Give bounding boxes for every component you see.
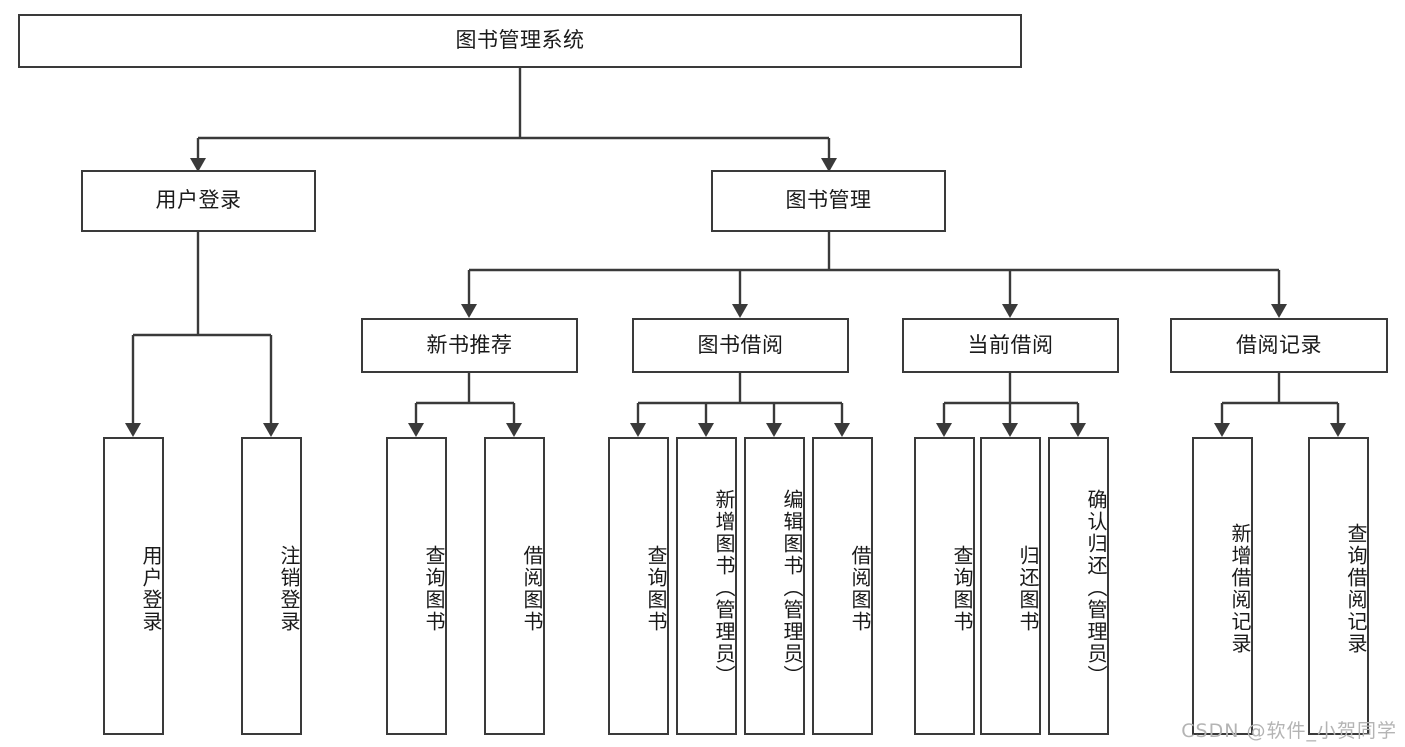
node-label: 借阅记录 <box>1236 332 1322 357</box>
arrowhead-cb-leaf-3 <box>1070 423 1086 437</box>
node-book-borrow[interactable]: 图书借阅 <box>632 318 849 373</box>
node-leaf-query-book-borrow[interactable]: 查询图书 <box>608 437 669 735</box>
node-current-borrow[interactable]: 当前借阅 <box>902 318 1119 373</box>
node-label: 确认归还（管理员） <box>1084 488 1108 687</box>
node-root-book-management-system[interactable]: 图书管理系统 <box>18 14 1022 68</box>
node-leaf-add-borrow-record[interactable]: 新增借阅记录 <box>1192 437 1253 735</box>
node-leaf-query-borrow-record[interactable]: 查询借阅记录 <box>1308 437 1369 735</box>
arrowhead-current-borrow <box>1002 304 1018 318</box>
node-label: 查询图书 <box>422 545 446 633</box>
arrowhead-bb-leaf-2 <box>698 423 714 437</box>
arrowhead-bb-leaf-3 <box>766 423 782 437</box>
node-label: 用户登录 <box>155 188 242 213</box>
node-label: 用户登录 <box>139 545 163 633</box>
node-label: 查询图书 <box>950 545 974 633</box>
node-label: 图书借阅 <box>697 332 784 357</box>
node-label: 新增借阅记录 <box>1228 523 1252 655</box>
node-label: 借阅图书 <box>848 545 872 633</box>
node-book-management[interactable]: 图书管理 <box>711 170 946 232</box>
node-borrow-record[interactable]: 借阅记录 <box>1170 318 1388 373</box>
node-label: 新书推荐 <box>426 332 513 357</box>
node-label: 图书管理 <box>785 188 872 213</box>
node-leaf-borrow-book[interactable]: 借阅图书 <box>812 437 873 735</box>
node-leaf-return-book[interactable]: 归还图书 <box>980 437 1041 735</box>
arrowhead-leaf-logout-login <box>263 423 279 437</box>
node-label: 编辑图书（管理员） <box>780 488 804 687</box>
arrowhead-borrow-record <box>1271 304 1287 318</box>
arrowhead-bb-leaf-1 <box>630 423 646 437</box>
node-label: 查询借阅记录 <box>1344 523 1368 655</box>
arrowhead-br-leaf-2 <box>1330 423 1346 437</box>
node-label: 图书管理系统 <box>455 28 585 53</box>
node-new-book-recommend[interactable]: 新书推荐 <box>361 318 578 373</box>
node-user-login[interactable]: 用户登录 <box>81 170 316 232</box>
node-label: 借阅图书 <box>520 545 544 633</box>
arrowhead-nb-leaf-2 <box>506 423 522 437</box>
node-label: 注销登录 <box>277 545 301 633</box>
arrowhead-nb-leaf-1 <box>408 423 424 437</box>
arrowhead-cb-leaf-1 <box>936 423 952 437</box>
arrowhead-br-leaf-1 <box>1214 423 1230 437</box>
node-leaf-logout-login[interactable]: 注销登录 <box>241 437 302 735</box>
node-label: 归还图书 <box>1016 545 1040 633</box>
node-leaf-confirm-return-admin[interactable]: 确认归还（管理员） <box>1048 437 1109 735</box>
arrowhead-leaf-user-login <box>125 423 141 437</box>
node-leaf-query-book-recommend[interactable]: 查询图书 <box>386 437 447 735</box>
arrowhead-cb-leaf-2 <box>1002 423 1018 437</box>
node-leaf-add-book-admin[interactable]: 新增图书（管理员） <box>676 437 737 735</box>
watermark-text: CSDN @软件_小贺同学 <box>1181 720 1397 742</box>
node-label: 新增图书（管理员） <box>712 488 736 687</box>
arrowhead-bb-leaf-4 <box>834 423 850 437</box>
node-label: 查询图书 <box>644 545 668 633</box>
node-leaf-user-login[interactable]: 用户登录 <box>103 437 164 735</box>
node-leaf-query-book-current[interactable]: 查询图书 <box>914 437 975 735</box>
node-leaf-borrow-book-recommend[interactable]: 借阅图书 <box>484 437 545 735</box>
node-leaf-edit-book-admin[interactable]: 编辑图书（管理员） <box>744 437 805 735</box>
arrowhead-new-book-recommend <box>461 304 477 318</box>
node-label: 当前借阅 <box>967 332 1054 357</box>
arrowhead-book-borrow <box>732 304 748 318</box>
